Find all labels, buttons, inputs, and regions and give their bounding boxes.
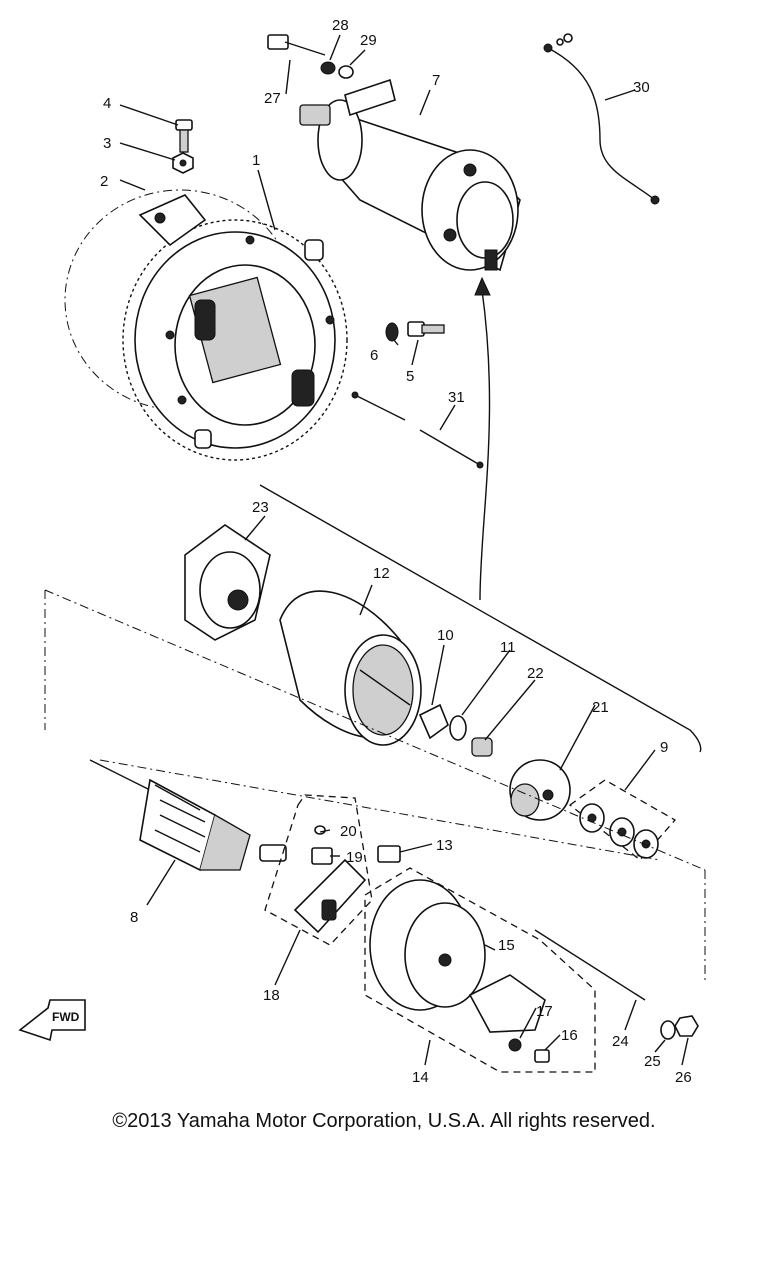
part-label-22: 22 [527, 665, 544, 682]
part-label-19: 19 [346, 849, 363, 866]
part-label-7: 7 [432, 72, 440, 89]
bolt-and-washer-right [385, 321, 445, 342]
part-label-1: 1 [252, 152, 260, 169]
brush-plate-assembly [264, 794, 373, 946]
ring-gear-assembly [64, 189, 348, 461]
part-label-8: 8 [130, 909, 138, 926]
part-label-23: 23 [252, 499, 269, 516]
part-label-2: 2 [100, 173, 108, 190]
armature [89, 759, 287, 872]
part-label-5: 5 [406, 368, 414, 385]
part-label-3: 3 [103, 135, 111, 152]
part-label-12: 12 [373, 565, 390, 582]
brush [377, 845, 401, 863]
exploded-parts-diagram: FWD 1 2 3 4 5 6 [18, 17, 706, 1086]
part-label-13: 13 [436, 837, 453, 854]
part-label-31: 31 [448, 389, 465, 406]
part-label-20: 20 [340, 823, 357, 840]
copyright-notice: ©2013 Yamaha Motor Corporation, U.S.A. A… [112, 1110, 656, 1132]
part-label-25: 25 [644, 1053, 661, 1070]
part-label-29: 29 [360, 32, 377, 49]
part-label-26: 26 [675, 1069, 692, 1086]
leader-lines [119, 34, 689, 1066]
part-label-6: 6 [370, 347, 378, 364]
part-label-18: 18 [263, 987, 280, 1004]
starter-cable [543, 33, 660, 205]
washer-set [568, 779, 677, 861]
part-label-4: 4 [103, 95, 111, 112]
part-label-11: 11 [500, 639, 516, 656]
svg-text:FWD: FWD [52, 1010, 80, 1024]
front-end-cover [184, 524, 271, 641]
part-label-16: 16 [561, 1027, 578, 1044]
part-label-15: 15 [498, 937, 515, 954]
lead-wire [351, 391, 484, 469]
bracket [138, 194, 207, 247]
part-label-9: 9 [660, 739, 668, 756]
through-bolt-washer-nut [534, 929, 699, 1040]
spacer-washer-spring-clutch [418, 703, 571, 821]
part-label-17: 17 [536, 1003, 553, 1020]
mounting-bolt-washers [267, 34, 354, 79]
nut-and-bolt-top-left [172, 119, 194, 174]
part-label-28: 28 [332, 17, 349, 34]
rear-cover-assembly [364, 867, 596, 1073]
part-label-30: 30 [633, 79, 650, 96]
part-label-14: 14 [412, 1069, 429, 1086]
part-label-10: 10 [437, 627, 454, 644]
part-label-27: 27 [264, 90, 281, 107]
part-label-21: 21 [592, 699, 609, 716]
forward-direction-arrow: FWD [18, 999, 86, 1042]
starter-motor-assembled [299, 78, 521, 272]
yoke-housing [279, 590, 422, 746]
part-label-24: 24 [612, 1033, 629, 1050]
